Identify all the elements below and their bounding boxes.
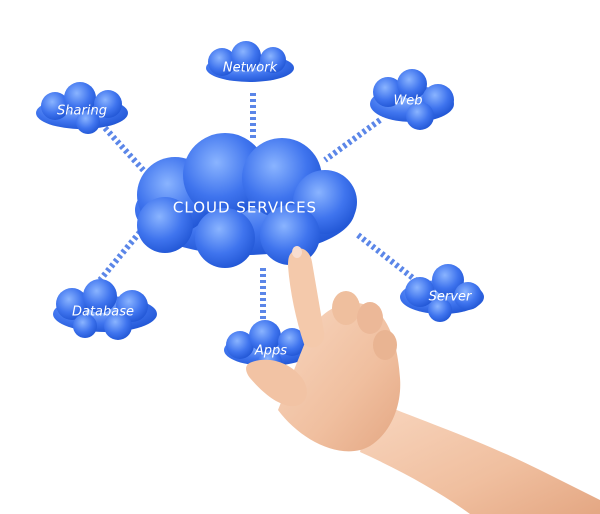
cloud-database: Database [53,279,157,340]
node-label-database: Database [72,305,134,320]
cloud-web: Web [370,69,454,130]
node-label-apps: Apps [254,344,287,359]
pointing-hand [246,246,600,514]
connector-database [97,230,143,282]
connector-server [356,232,420,285]
cloud-sharing: Sharing [36,82,128,134]
hub-label: CLOUD SERVICES [173,199,317,217]
hub-cloud: CLOUD SERVICES [135,133,357,268]
node-label-server: Server [429,290,473,305]
node-label-network: Network [223,61,278,76]
node-label-sharing: Sharing [57,104,107,119]
node-label-web: Web [393,94,422,109]
connector-sharing [102,125,148,175]
cloud-server: Server [400,264,484,322]
connector-web [323,117,382,163]
connectors [97,93,420,320]
cloud-network: Network [206,41,294,82]
